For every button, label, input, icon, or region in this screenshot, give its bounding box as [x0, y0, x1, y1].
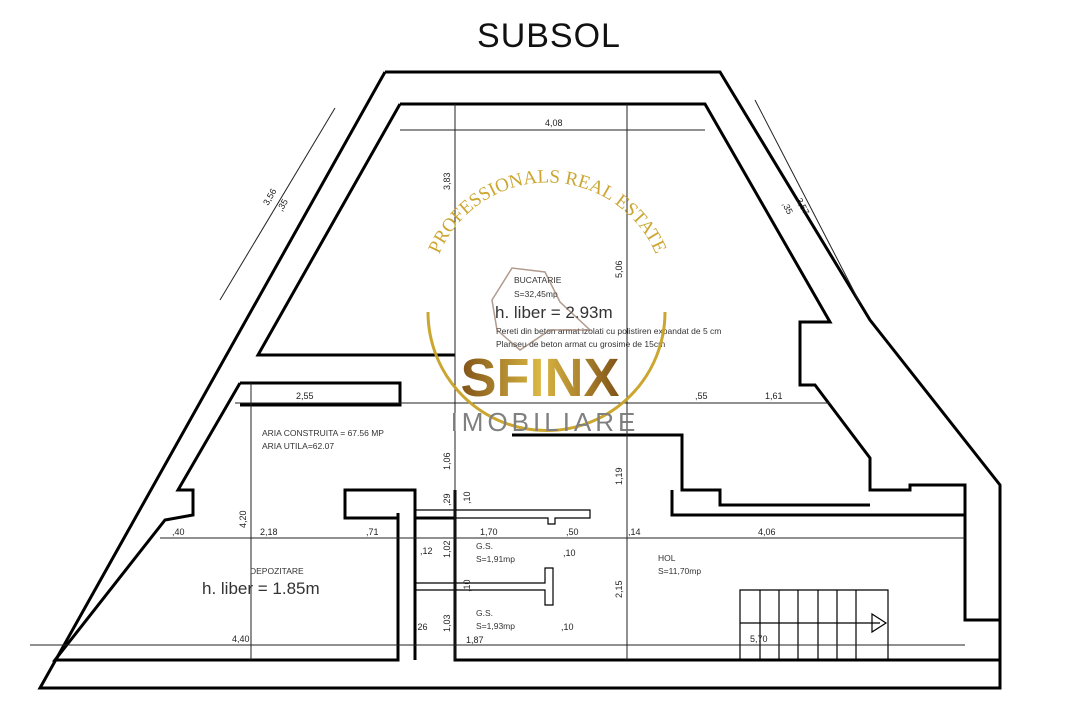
watermark-logo: PROFESSIONALS REAL ESTATE SFINX IMOBILIA…: [425, 166, 671, 437]
dim-label: ,10: [462, 491, 472, 504]
dim-label: 3,83: [442, 172, 452, 190]
dim-label: 1,61: [765, 391, 783, 401]
room-name: BUCATARIE: [514, 275, 562, 285]
dim-label: ,10: [563, 548, 576, 558]
dimension-lines: [30, 99, 965, 660]
dim-label: 1,03: [442, 614, 452, 632]
dim-label: ,10: [561, 622, 574, 632]
dim-label: ,40: [172, 527, 185, 537]
sphinx-icon: [491, 267, 592, 351]
dim-label: ,35: [780, 200, 795, 216]
dim-label: 1,02: [442, 540, 452, 558]
dim-label: ,71: [366, 527, 379, 537]
room-name: HOL: [658, 553, 676, 563]
room-height: h. liber = 2.93m: [495, 303, 613, 322]
dim-label: 4,06: [758, 527, 776, 537]
room-name: G.S.: [476, 608, 493, 618]
usable-area: ARIA UTILA=62.07: [262, 441, 334, 451]
dim-label: ,26: [415, 622, 428, 632]
dim-label: 3,57: [794, 196, 811, 216]
construction-note: Planseu de beton armat cu grosime de 15c…: [496, 339, 665, 349]
logo-arc-text: PROFESSIONALS REAL ESTATE: [425, 166, 671, 256]
dim-label: 1,70: [480, 527, 498, 537]
dim-label: 5,06: [614, 260, 624, 278]
dim-label: 4,40: [232, 634, 250, 644]
stairs: [739, 589, 889, 660]
dim-label: ,29: [442, 493, 452, 506]
inner-wall: [400, 102, 1000, 622]
room-area: S=11,70mp: [658, 566, 701, 576]
kitchen-counter: [512, 433, 870, 507]
logo-brand: SFINX: [460, 348, 619, 408]
dim-label: 4,20: [238, 510, 248, 528]
bath-wall-1: [415, 509, 591, 525]
dim-label: ,12: [420, 546, 433, 556]
built-area: ARIA CONSTRUITA = 67.56 MP: [262, 428, 384, 438]
room-area: S=1,91mp: [476, 554, 515, 564]
room-name: G.S.: [476, 541, 493, 551]
room-name: DEPOZITARE: [250, 566, 304, 576]
dim-label: ,35: [275, 197, 290, 213]
room-area: S=32,45mp: [514, 289, 558, 299]
dim-label: 2,15: [614, 580, 624, 598]
dim-label: ,55: [695, 391, 708, 401]
logo-subtitle: IMOBILIARE: [451, 407, 640, 437]
plan-title: SUBSOL: [477, 17, 621, 55]
dim-label: ,14: [628, 527, 641, 537]
dim-label: ,50: [566, 527, 579, 537]
storage-wall: [240, 381, 402, 407]
outer-wall: [37, 70, 1002, 690]
dim-label: 1,19: [614, 467, 624, 485]
kitchen-left-wall: [255, 103, 455, 357]
room-height: h. liber = 1.85m: [202, 579, 320, 598]
room-area: S=1,93mp: [476, 621, 515, 631]
dim-label: 5,70: [750, 634, 768, 644]
logo-ring: [426, 311, 667, 432]
dim-label: 2,55: [296, 391, 314, 401]
dim-label: 3,56: [261, 187, 278, 207]
dim-label: 1,06: [442, 452, 452, 470]
dim-label: 1,87: [466, 635, 484, 645]
storage-left-wall: [51, 382, 400, 662]
construction-note: Pereti din beton armat izolati cu polist…: [496, 326, 721, 336]
bath-wall-2: [415, 567, 554, 606]
hall-top-wall: [670, 490, 965, 517]
partition-t: [343, 488, 417, 660]
dim-label: ,10: [462, 579, 472, 592]
dim-label: 4,08: [545, 118, 563, 128]
stair-treads: [740, 590, 888, 660]
dim-label: 2,18: [260, 527, 278, 537]
